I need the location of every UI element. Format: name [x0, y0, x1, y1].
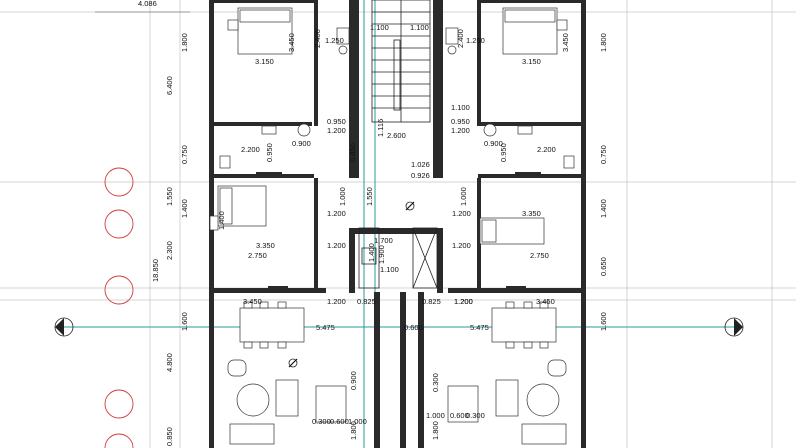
dim-mid-6: 2.200	[537, 145, 556, 154]
dim-live-12: 1.000	[426, 411, 445, 420]
dim-live-10: 1.000	[348, 417, 367, 426]
dim-core-3: 1.116	[376, 119, 385, 137]
dim-mid-12: 1.200	[327, 209, 346, 218]
dim-live-2: 1.200	[454, 297, 473, 306]
dim-live-9: 0.600	[330, 417, 349, 426]
dim-live-13: 0.600	[450, 411, 469, 420]
beds-top	[227, 7, 568, 55]
dim-mid-15: 1.200	[327, 297, 346, 306]
dim-left-1: 1.800	[180, 33, 189, 52]
dim-room-a: 2.400	[313, 29, 322, 48]
dim-core-17: 0.825	[357, 297, 376, 306]
dim-live-14: 0.300	[466, 411, 485, 420]
dim-mid-11: 2.750	[530, 251, 549, 260]
dim-core-10: 1.000	[338, 187, 347, 206]
dim-core-18: 0.825	[422, 297, 441, 306]
dim-live-1: 3.450	[243, 297, 262, 306]
dim-room-b: 3.450	[287, 33, 296, 52]
dim-core-1: 0.950	[327, 117, 346, 126]
dim-left-9: 1.600	[180, 312, 189, 331]
section-axes	[54, 0, 744, 448]
dim-mid-7: 3.350	[256, 241, 275, 250]
dim-left-8: 4.800	[165, 353, 174, 372]
dim-mid-16: 1.000	[459, 187, 468, 206]
dim-core-19: 0.600	[404, 323, 423, 332]
dim-right-3: 1.400	[599, 199, 608, 218]
dim-core-4: 2.600	[387, 131, 406, 140]
dim-mid-13: 1.200	[327, 241, 346, 250]
bathrooms	[219, 27, 575, 169]
dim-core-14: 1.400	[367, 243, 376, 262]
dim-room-h: 2.400	[456, 29, 465, 48]
north-arrow-icons	[288, 201, 415, 368]
dim-left-7: 2.300	[165, 241, 174, 260]
dim-live-8: 0.300	[312, 417, 331, 426]
dim-core-5: 0.950	[451, 117, 470, 126]
dim-room-c: 3.150	[255, 57, 274, 66]
dim-top-left: 4.086	[138, 0, 157, 8]
dim-mid-2: 0.950	[265, 143, 274, 162]
dim-live-3: 5.475	[316, 323, 335, 332]
dim-right-2: 0.750	[599, 145, 608, 164]
dim-mid-1: 2.200	[241, 145, 260, 154]
dim-core-16: 1.100	[380, 265, 399, 274]
dim-core-2: 1.200	[327, 126, 346, 135]
dim-mid-5: 0.950	[499, 143, 508, 162]
dim-live-7: 0.900	[349, 371, 358, 390]
dim-mid-8: 1.400	[217, 211, 226, 230]
dim-room-i: 3.150	[522, 57, 541, 66]
dim-room-j: 3.450	[561, 33, 570, 52]
dim-live-4: 3.450	[536, 297, 555, 306]
dim-room-g: 1.250	[466, 36, 485, 45]
dim-mid-3: 0.900	[292, 139, 311, 148]
dim-live-11: 1.800	[349, 421, 358, 440]
stair-core	[358, 0, 438, 289]
dim-room-f: 1.100	[410, 23, 429, 32]
dim-left-4: 1.550	[165, 187, 174, 206]
dim-mid-14: 1.200	[452, 241, 471, 250]
column-bubbles	[104, 167, 134, 448]
dim-right-4: 0.650	[599, 257, 608, 276]
dim-core-9: 0.926	[411, 171, 430, 180]
dim-mid-9: 2.750	[248, 251, 267, 260]
dim-core-6: 1.200	[451, 126, 470, 135]
dim-left-2: 6.400	[165, 76, 174, 95]
dim-left-10: 0.850	[165, 427, 174, 446]
dim-left-3: 0.750	[180, 145, 189, 164]
dim-core-12: 1.200	[452, 209, 471, 218]
dim-mid-10: 3.350	[522, 209, 541, 218]
dim-live-15: 0.300	[431, 373, 440, 392]
dim-core-8: 1.026	[411, 160, 430, 169]
dim-core-11: 1.550	[365, 187, 374, 206]
dim-left-5: 1.400	[180, 199, 189, 218]
dim-core-15: 1.900	[377, 245, 386, 264]
dim-right-1: 1.800	[599, 33, 608, 52]
dim-room-e: 1.100	[370, 23, 389, 32]
dim-room-d: 1.250	[325, 36, 344, 45]
dim-left-6: 18.850	[151, 259, 160, 282]
dim-core-13: 1.700	[374, 236, 393, 245]
dim-right-5: 1.600	[599, 312, 608, 331]
dim-core-20: 1.100	[451, 103, 470, 112]
dim-mid-4: 0.900	[484, 139, 503, 148]
dim-core-7: 0.850	[348, 143, 357, 162]
living-dining	[227, 301, 567, 445]
dim-live-6: 5.475	[470, 323, 489, 332]
dimension-labels: 4.086 1.800 6.400 0.750 1.550 1.400 18.8…	[138, 0, 608, 446]
beds-mid	[209, 185, 545, 245]
dim-live-5: 1.200	[454, 297, 473, 306]
dim-live-16: 1.800	[431, 421, 440, 440]
